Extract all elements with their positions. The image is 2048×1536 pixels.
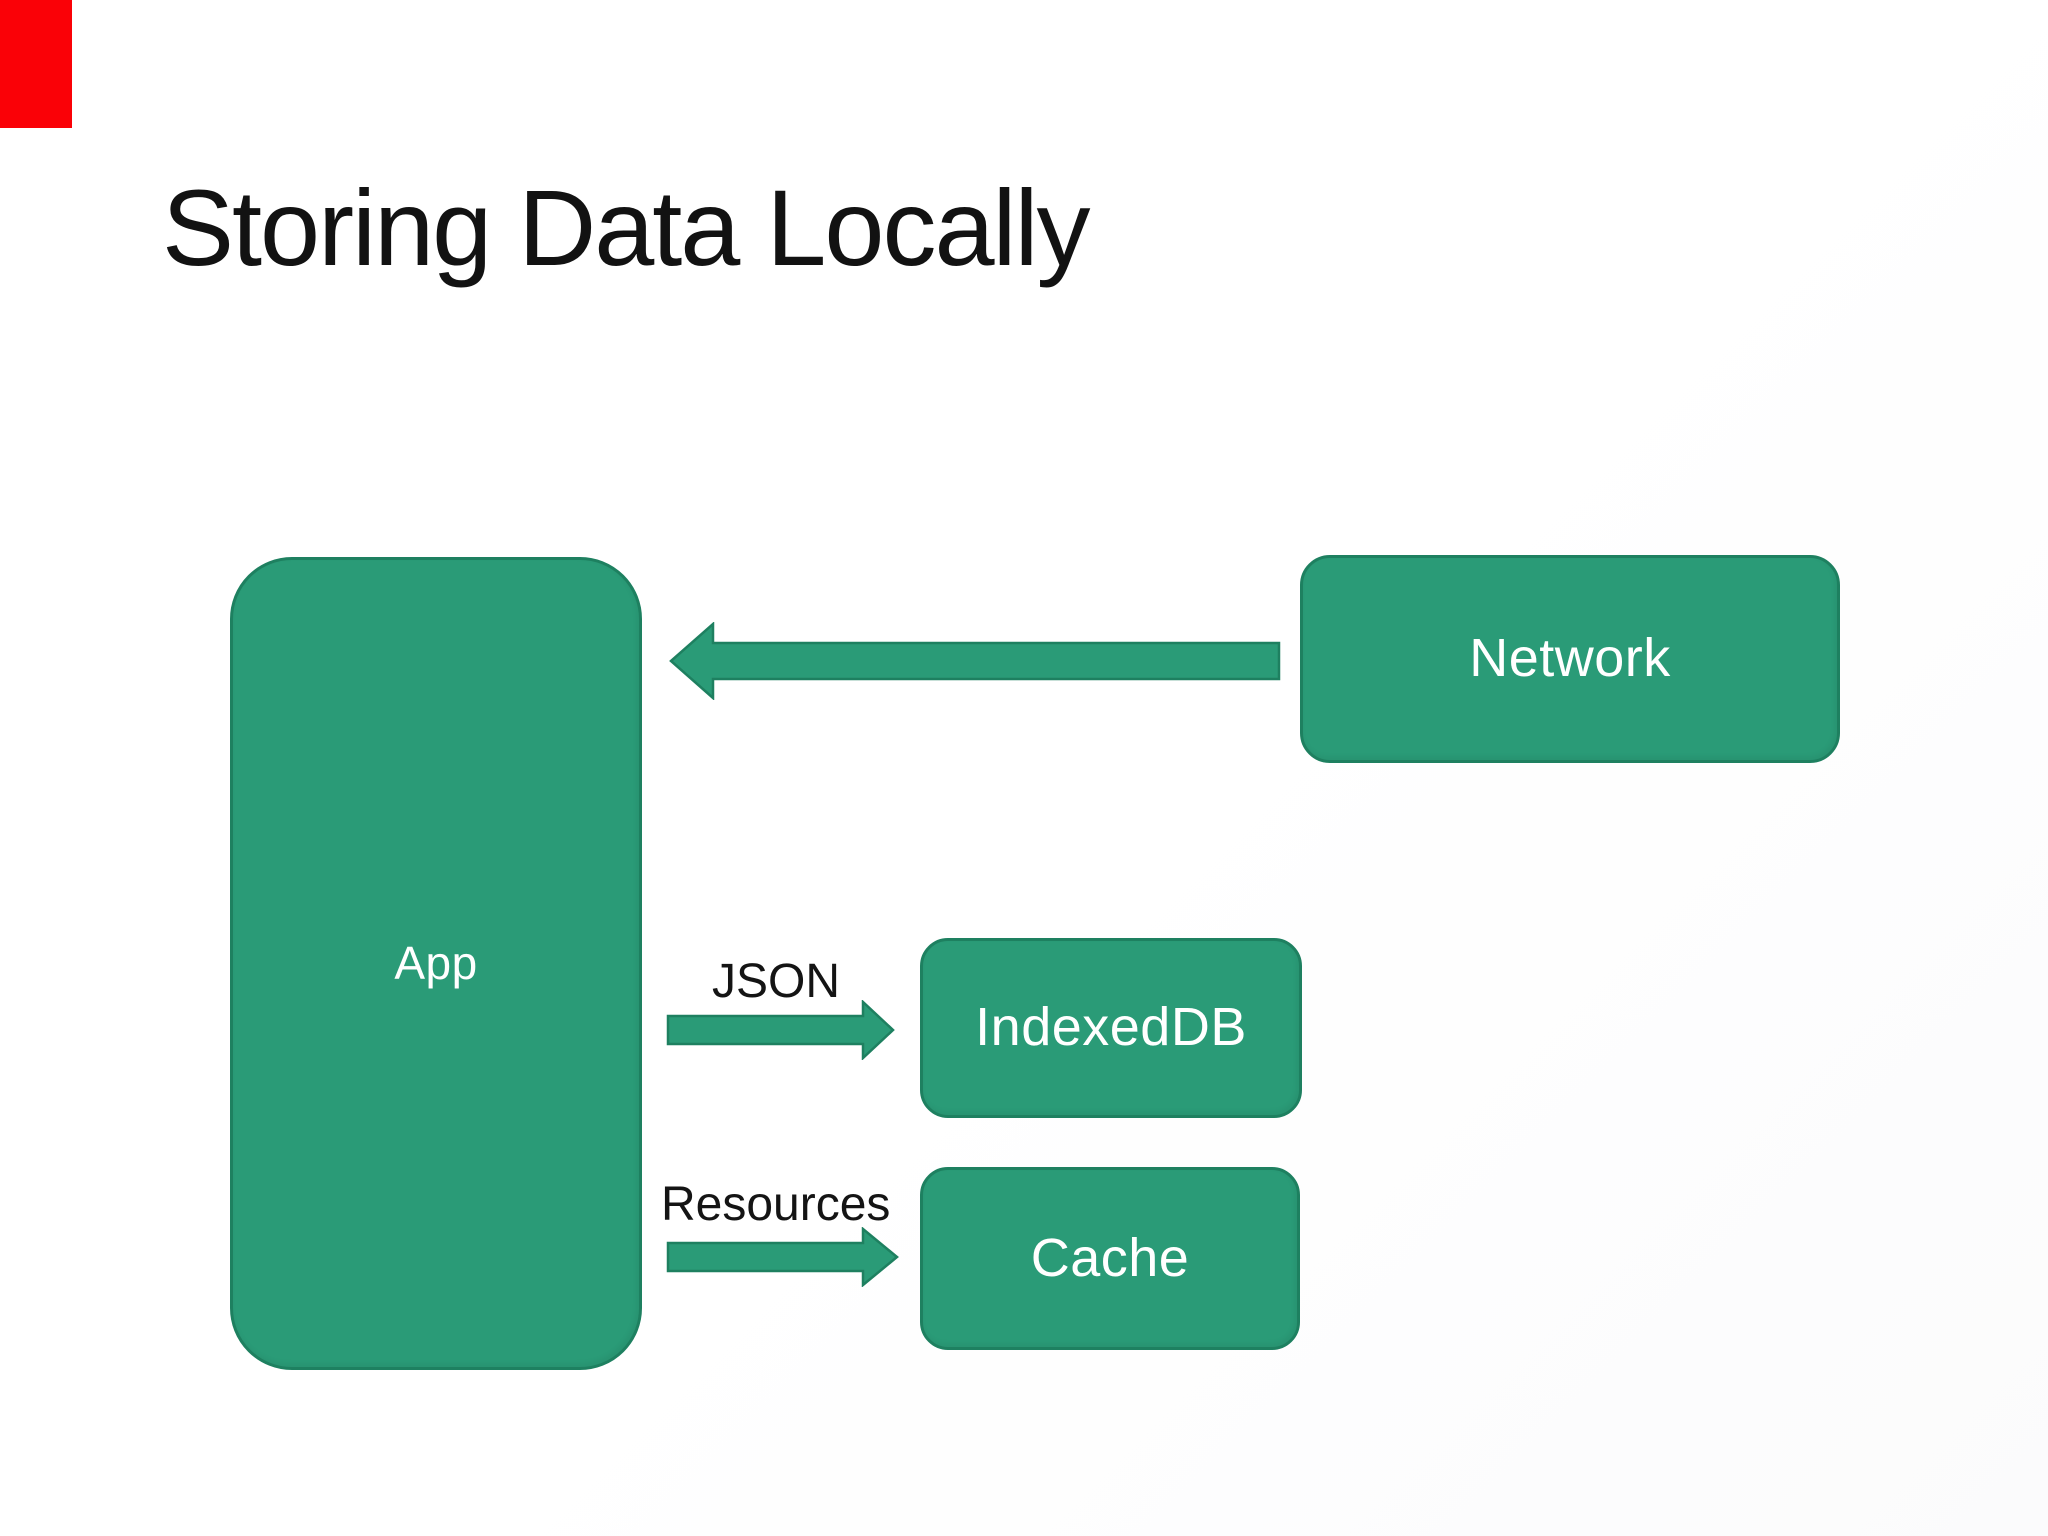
app-node-label: App: [394, 937, 478, 990]
network-to-app-arrow: [669, 622, 1281, 700]
app-to-cache-arrow: [666, 1227, 899, 1287]
network-node-label: Network: [1469, 628, 1671, 689]
app-to-indexeddb-arrow: [666, 1000, 895, 1060]
red-corner-artifact: [0, 0, 72, 128]
edge-label-json: JSON: [712, 955, 841, 1008]
app-node: App: [230, 557, 642, 1370]
network-node: Network: [1300, 555, 1840, 763]
cache-node: Cache: [920, 1167, 1300, 1350]
edge-label-resources: Resources: [661, 1178, 891, 1231]
indexeddb-node-label: IndexedDB: [975, 997, 1247, 1058]
indexeddb-node: IndexedDB: [920, 938, 1302, 1118]
slide-title: Storing Data Locally: [162, 167, 1091, 288]
cache-node-label: Cache: [1030, 1227, 1190, 1288]
